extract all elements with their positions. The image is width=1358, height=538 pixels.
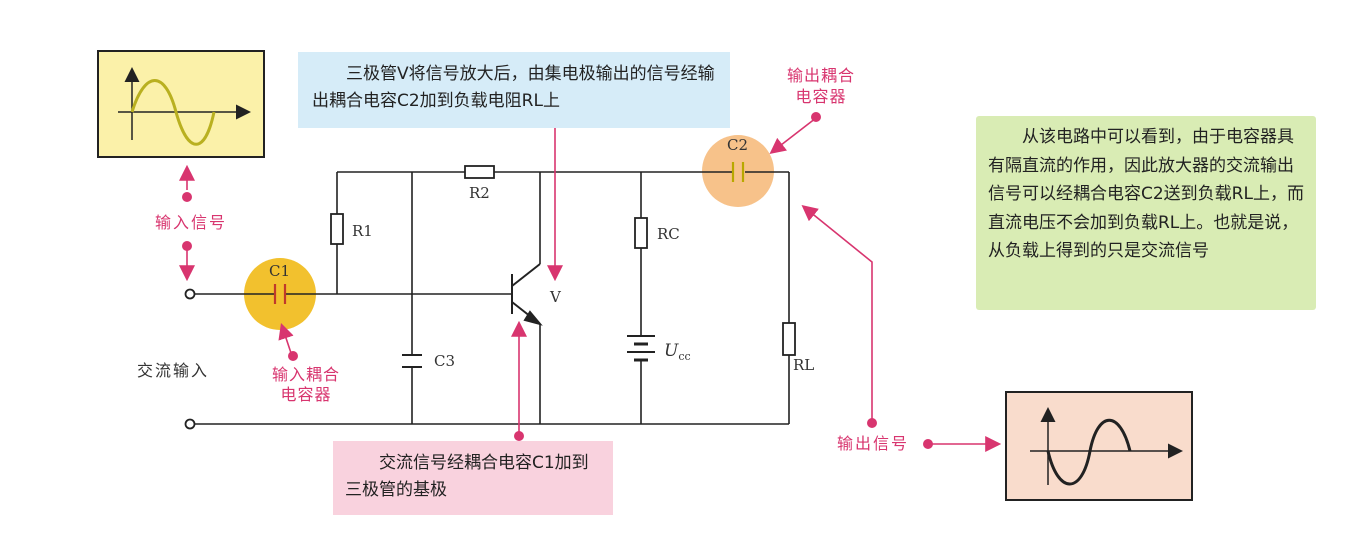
label-output-signal: 输出信号 bbox=[836, 434, 909, 453]
label-v: V bbox=[550, 288, 561, 306]
callout-transistor-amplify: 三极管V将信号放大后，由集电极输出的信号经输出耦合电容C2加到负载电阻RL上 bbox=[298, 52, 730, 128]
label-ac-input: 交流输入 bbox=[137, 361, 210, 380]
label-rc: RC bbox=[657, 225, 680, 243]
label-c3: C3 bbox=[434, 352, 456, 370]
capacitor-c2 bbox=[731, 162, 745, 182]
label-ucc-main: U bbox=[664, 341, 679, 361]
label-ucc: Ucc bbox=[664, 341, 691, 363]
resistor-rl bbox=[782, 322, 796, 356]
label-input-signal: 输入信号 bbox=[154, 213, 227, 232]
input-terminal-bottom bbox=[184, 418, 196, 430]
label-output-cap-line2: 电容器 bbox=[795, 87, 847, 106]
label-r1: R1 bbox=[352, 222, 373, 240]
transistor-v bbox=[511, 263, 543, 326]
resistor-r2 bbox=[464, 165, 495, 179]
capacitor-c1 bbox=[273, 284, 287, 304]
c2-highlight bbox=[702, 135, 774, 207]
summary-note: 从该电路中可以看到，由于电容器具有隔直流的作用，因此放大器的交流输出信号可以经耦… bbox=[976, 116, 1316, 310]
pink-leaders bbox=[179, 117, 1002, 452]
label-input-cap-line1: 输入耦合 bbox=[271, 365, 340, 384]
label-ucc-sub: cc bbox=[678, 350, 691, 363]
pink-dots bbox=[182, 112, 933, 449]
output-sine-wave bbox=[1046, 419, 1132, 486]
resistor-rc bbox=[634, 217, 648, 249]
label-rl: RL bbox=[793, 356, 815, 374]
c1-highlight bbox=[244, 258, 316, 330]
label-r2: R2 bbox=[469, 184, 490, 202]
circuit-wires bbox=[193, 171, 790, 425]
label-input-cap-line2: 电容器 bbox=[280, 385, 332, 404]
battery-ucc bbox=[627, 335, 655, 362]
input-sine-wave bbox=[130, 79, 216, 146]
input-terminal-top bbox=[184, 288, 196, 300]
label-output-cap-line1: 输出耦合 bbox=[786, 66, 855, 85]
label-c1: C1 bbox=[269, 262, 291, 280]
callout-input-coupling: 交流信号经耦合电容C1加到三极管的基极 bbox=[333, 441, 613, 515]
output-scope bbox=[1005, 391, 1193, 501]
capacitor-c3 bbox=[402, 354, 422, 368]
label-c2: C2 bbox=[727, 136, 749, 154]
resistor-r1 bbox=[330, 213, 344, 245]
input-scope bbox=[97, 50, 265, 158]
